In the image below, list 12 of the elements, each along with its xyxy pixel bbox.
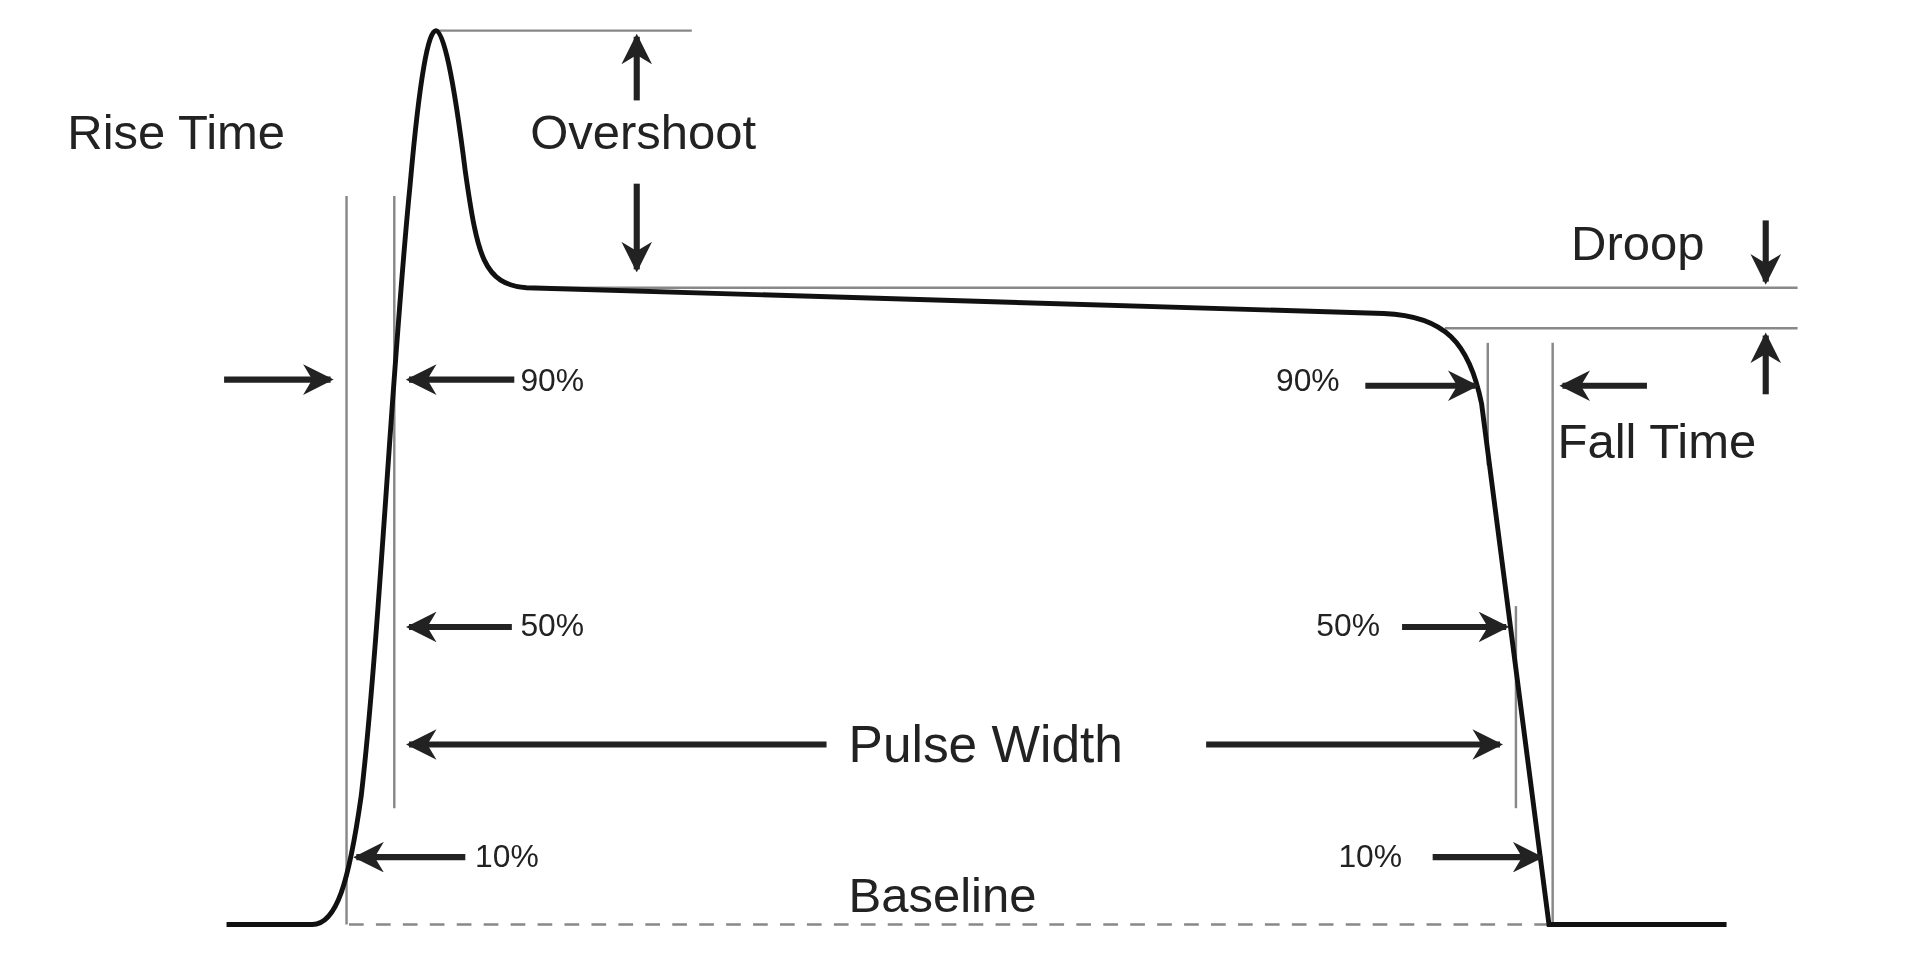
pulse-width-label: Pulse Width bbox=[848, 716, 1123, 773]
percent-label: 50% bbox=[1316, 607, 1381, 643]
rise-time-label: Rise Time bbox=[67, 105, 286, 160]
percent-label: 10% bbox=[1338, 838, 1403, 874]
percent-label: 50% bbox=[520, 607, 585, 643]
overshoot-label: Overshoot bbox=[530, 105, 757, 160]
percent-label: 90% bbox=[520, 362, 585, 398]
baseline-label: Baseline bbox=[848, 868, 1037, 923]
droop-label: Droop bbox=[1571, 215, 1705, 270]
fall-time-label: Fall Time bbox=[1557, 413, 1757, 468]
percent-label: 90% bbox=[1275, 362, 1340, 398]
percent-label: 10% bbox=[475, 838, 539, 874]
